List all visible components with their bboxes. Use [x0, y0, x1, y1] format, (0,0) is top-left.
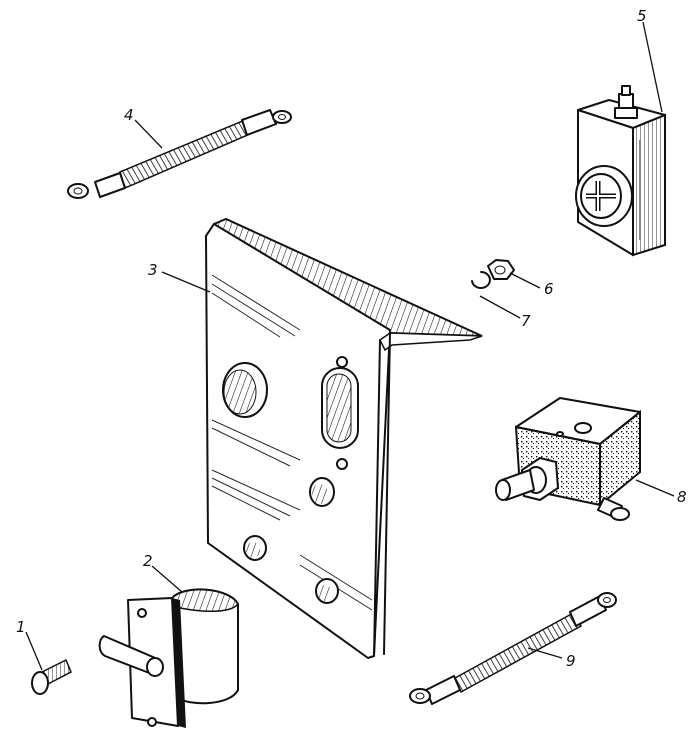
braided-wire-lower: [409, 592, 617, 705]
callout-7: 7: [521, 312, 531, 330]
callout-1: 1: [16, 618, 26, 636]
switch-box: [495, 397, 641, 521]
callout-5: 5: [637, 7, 647, 25]
toggle-switch: [98, 588, 239, 728]
callout-4: 4: [124, 106, 134, 124]
hex-nut: [487, 259, 515, 280]
callout-6: 6: [544, 280, 554, 298]
callout-3: 3: [148, 261, 158, 279]
callout-8: 8: [677, 488, 687, 506]
braided-wire-upper: [67, 109, 292, 199]
callout-2: 2: [143, 552, 153, 570]
fuse-block: [575, 85, 666, 257]
lock-washer: [471, 271, 491, 289]
mounting-bracket: [204, 217, 483, 659]
leader-lines: [25, 21, 675, 671]
callout-9: 9: [566, 652, 576, 670]
small-screw: [31, 658, 72, 695]
